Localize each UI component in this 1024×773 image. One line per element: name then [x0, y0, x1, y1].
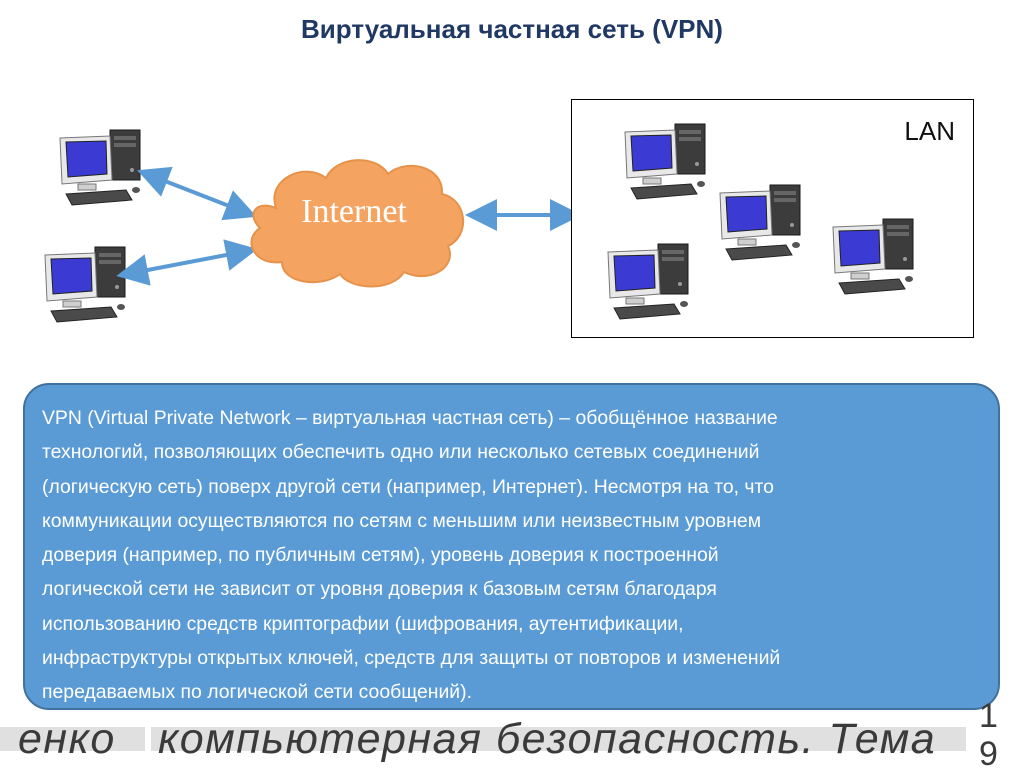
footer-left-fragment: енко — [18, 715, 116, 764]
computer-icon — [825, 217, 920, 297]
description-box: VPN (Virtual Private Network – виртуальн… — [23, 383, 1000, 710]
internet-label: Internet — [236, 193, 472, 231]
lan-label: LAN — [904, 116, 955, 147]
computer-icon — [617, 122, 712, 202]
slide-number: 1 9 — [979, 697, 998, 773]
arrow-pc2-internet — [132, 252, 242, 273]
arrow-pc1-internet — [152, 176, 242, 211]
footer-title: компьютерная безопасность. Тема — [158, 715, 936, 764]
computer-icon — [712, 183, 807, 263]
description-text: VPN (Virtual Private Network – виртуальн… — [42, 401, 982, 710]
computer-icon — [600, 242, 695, 322]
